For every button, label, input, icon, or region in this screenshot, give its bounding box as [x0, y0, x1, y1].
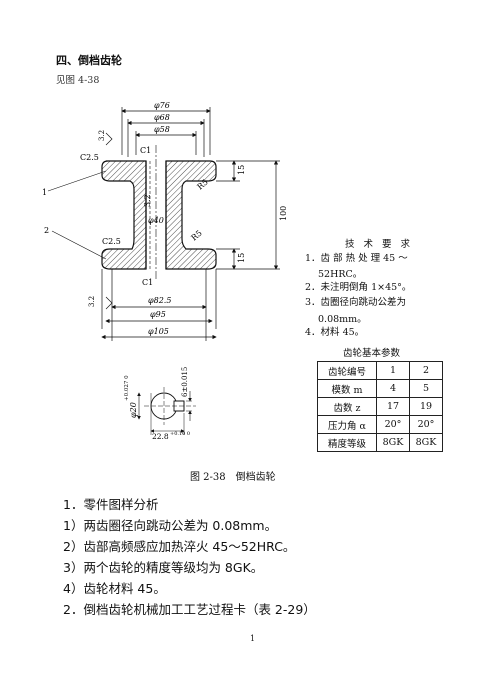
table-cell: 模数 m [317, 379, 377, 398]
tech-req-item: 4．材料 45。 [305, 327, 365, 338]
table-cell: 17 [376, 397, 410, 416]
dim-d68: φ68 [154, 113, 170, 122]
part-section [101, 145, 217, 281]
gear-technical-drawing: φ76 φ68 φ58 C1 C1 C2.5 C2.5 R5 R5 3.2 φ4… [42, 101, 288, 441]
chamfer-c25-top: C2.5 [80, 153, 99, 162]
table-cell: 齿轮编号 [317, 361, 377, 380]
table-cell: 齿数 z [317, 397, 377, 416]
chamfer-c1-top: C1 [140, 146, 151, 155]
body-line: 2．倒档齿轮机械加工工艺过程卡（表 2-29） [63, 602, 316, 617]
table-cell: 2 [409, 361, 443, 380]
bottom-dimensions [101, 269, 217, 341]
tech-req-item: 0.08mm。 [318, 314, 367, 325]
gear-table-title: 齿轮基本参数 [343, 348, 401, 359]
tech-requirements-title: 技 术 要 求 [345, 239, 414, 250]
table-row: 压力角 α 20° 20° [317, 415, 443, 434]
key-width: 6±0.015 [181, 367, 189, 397]
body-line: 2）齿部高频感应加热淬火 45～52HRC。 [63, 539, 296, 554]
leader-label-2: 2 [44, 226, 49, 235]
key-diameter: φ20 [129, 402, 138, 418]
table-cell: 1 [376, 361, 410, 380]
dim-d105: φ105 [148, 327, 169, 336]
table-cell: 19 [409, 397, 443, 416]
table-row: 精度等级 8GK 8GK [317, 433, 443, 452]
body-line: 1．零件图样分析 [63, 497, 159, 512]
tech-req-item: 1．齿 部 热 处 理 45 ～ [305, 253, 408, 264]
chamfer-c1-bottom: C1 [142, 278, 153, 287]
tech-req-item: 3．齿圈径向跳动公差为 [305, 297, 407, 308]
table-cell: 精度等级 [317, 433, 377, 452]
body-line: 3）两个齿轮的精度等级均为 8GK。 [63, 560, 264, 575]
figure-caption: 图 2-38 倒档齿轮 [190, 472, 276, 483]
dim-h15-bottom: 15 [237, 253, 246, 263]
body-line: 1）两齿圈径向跳动公差为 0.08mm。 [63, 518, 278, 533]
table-cell: 8GK [376, 433, 410, 452]
tech-req-item: 2．未注明倒角 1×45°。 [305, 282, 412, 293]
roughness-top: 3.2 [98, 130, 106, 141]
table-cell: 压力角 α [317, 415, 377, 434]
section-heading: 四、倒档齿轮 [56, 54, 122, 67]
table-cell: 20° [409, 415, 443, 434]
leader-lines [47, 170, 107, 260]
top-dimensions [121, 107, 211, 157]
fillet-r5-bottom: R5 [190, 228, 204, 242]
leader-label-1: 1 [42, 188, 47, 197]
dim-h15-top: 15 [237, 165, 246, 175]
height-dimensions [216, 160, 280, 270]
key-depth-tol: +0.10 0 [170, 431, 190, 437]
table-row: 齿数 z 17 19 [317, 397, 443, 416]
roughness-bottom: 3.2 [88, 296, 96, 307]
gear-parameter-table: 齿轮编号 1 2 模数 m 4 5 齿数 z 17 19 压力角 α 20° 2… [317, 361, 443, 452]
figure-reference: 见图 4-38 [56, 75, 100, 86]
table-cell: 20° [376, 415, 410, 434]
keyway-detail [137, 387, 196, 435]
table-row: 模数 m 4 5 [317, 379, 443, 398]
tech-req-item: 52HRC。 [318, 269, 363, 280]
dim-d40: φ40 [148, 216, 164, 225]
page-number: 1 [250, 634, 256, 643]
dim-d95: φ95 [150, 310, 166, 319]
dim-d58: φ58 [154, 125, 170, 134]
chamfer-c25-bottom: C2.5 [102, 237, 121, 246]
body-line: 4）齿轮材料 45。 [63, 581, 166, 596]
roughness-bore: 3.2 [143, 194, 152, 207]
table-cell: 4 [376, 379, 410, 398]
roughness-symbols [105, 132, 113, 310]
dim-h100: 100 [279, 206, 288, 221]
key-diameter-tol: +0.027 0 [124, 375, 130, 401]
key-depth: 22.8 [152, 432, 169, 441]
dim-d76: φ76 [154, 101, 170, 110]
table-cell: 5 [409, 379, 443, 398]
table-cell: 8GK [409, 433, 443, 452]
dim-d82-5: φ82.5 [148, 296, 171, 305]
table-row: 齿轮编号 1 2 [317, 361, 443, 380]
